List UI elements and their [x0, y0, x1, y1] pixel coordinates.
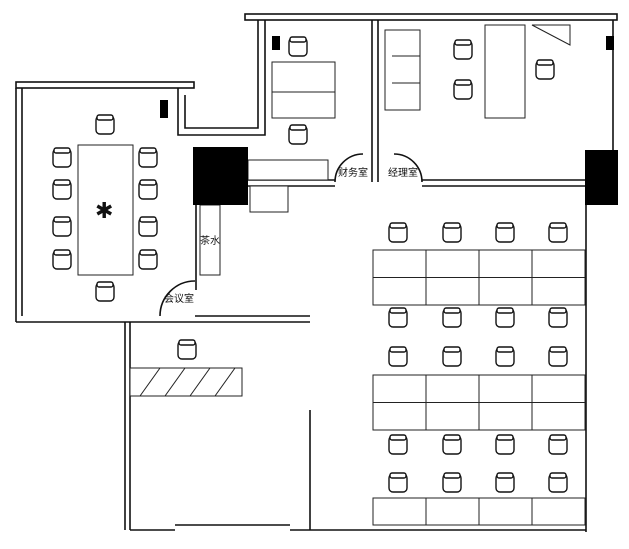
desk: [372, 277, 427, 306]
chair-icon: [52, 179, 72, 200]
chair-icon: [548, 434, 568, 455]
chair-icon: [548, 472, 568, 493]
chair-icon: [52, 147, 72, 168]
columns: [160, 36, 618, 205]
desk: [531, 497, 586, 526]
chair-icon: [442, 434, 462, 455]
desk: [425, 497, 480, 526]
room-label-tea: 茶水: [200, 234, 220, 247]
manager-desk: [484, 24, 526, 119]
desk: [425, 277, 480, 306]
chair-icon: [495, 222, 515, 243]
desk: [478, 497, 533, 526]
chair-icon: [495, 307, 515, 328]
chair-icon: [442, 472, 462, 493]
chair-icon: [138, 179, 158, 200]
furniture: ✱: [52, 24, 586, 526]
chair-icon: [453, 79, 473, 100]
desk: [478, 249, 533, 278]
chair-icon: [495, 472, 515, 493]
chair-icon: [388, 307, 408, 328]
chair-icon: [138, 147, 158, 168]
desk: [372, 374, 427, 403]
chair-icon: [138, 216, 158, 237]
chair-icon: [535, 59, 555, 80]
desk: [425, 249, 480, 278]
desk: [372, 402, 427, 431]
chair-icon: [177, 339, 197, 360]
chair-icon: [288, 36, 308, 57]
chair-icon: [548, 346, 568, 367]
chair-icon: [442, 307, 462, 328]
chair-icon: [548, 307, 568, 328]
chair-icon: [138, 249, 158, 270]
desk: [478, 277, 533, 306]
chair-icon: [388, 472, 408, 493]
chair-icon: [52, 249, 72, 270]
chair-icon: [95, 114, 115, 135]
room-label-manager: 经理室: [388, 166, 418, 179]
chair-icon: [95, 281, 115, 302]
reception-desk: [129, 367, 243, 397]
desk: [531, 277, 586, 306]
desk: [478, 374, 533, 403]
sofa: [384, 29, 421, 111]
chair-icon: [288, 124, 308, 145]
chair-icon: [442, 346, 462, 367]
chair-icon: [495, 346, 515, 367]
desk: [372, 249, 427, 278]
desk: [478, 402, 533, 431]
conference-table: [77, 144, 134, 276]
chair-icon: [495, 434, 515, 455]
chair-icon: [453, 39, 473, 60]
workstation-desks: [372, 249, 586, 526]
finance-desk: [271, 61, 336, 119]
desk: [425, 374, 480, 403]
plant-icon: ✱: [95, 199, 113, 224]
desk: [531, 374, 586, 403]
chair-icon: [548, 222, 568, 243]
room-label-meeting: 会议室: [164, 292, 194, 305]
desk: [531, 402, 586, 431]
chair-icon: [52, 216, 72, 237]
chair-icon: [388, 222, 408, 243]
desk: [531, 249, 586, 278]
walls: [15, 13, 618, 532]
chair-icon: [388, 434, 408, 455]
chair-icon: [442, 222, 462, 243]
desk: [372, 497, 427, 526]
room-label-finance: 财务室: [338, 166, 368, 179]
chair-icon: [388, 346, 408, 367]
chairs: [52, 36, 568, 493]
desk: [425, 402, 480, 431]
